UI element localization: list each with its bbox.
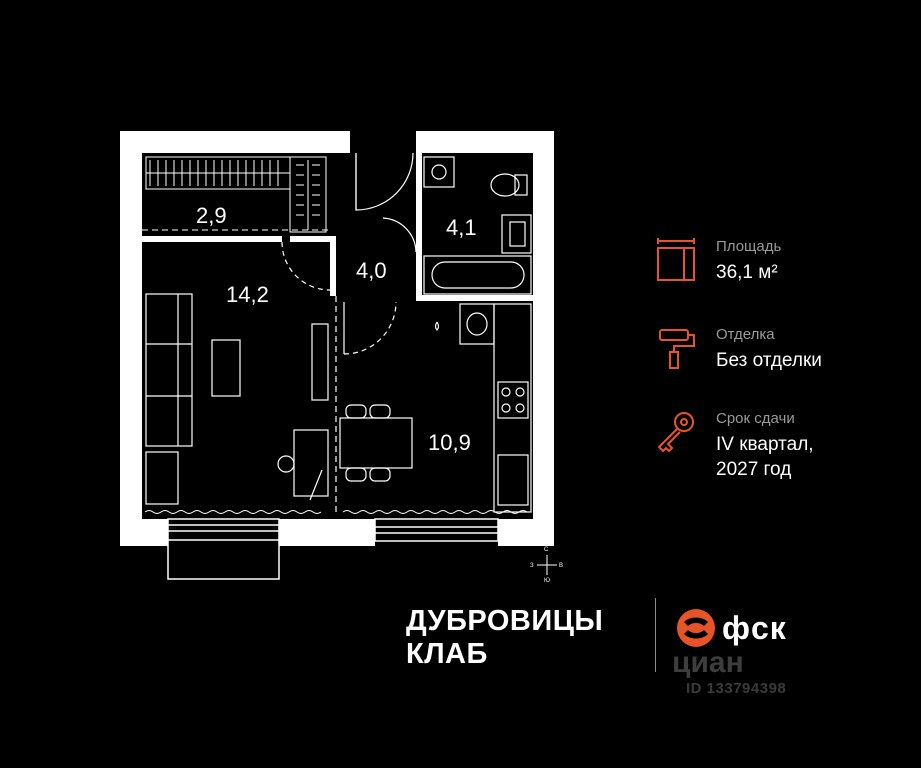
room-area-wardrobe: 2,9 bbox=[196, 203, 227, 228]
info-delivery-value: IV квартал, 2027 год bbox=[716, 434, 814, 480]
paint-roller-icon bbox=[659, 329, 695, 369]
info-delivery: Срок сдачи IV квартал, 2027 год bbox=[654, 410, 914, 480]
info-area: Площадь 36,1 м² bbox=[654, 238, 914, 298]
info-finish-value: Без отделки bbox=[716, 350, 822, 371]
fsk-logo-icon bbox=[677, 609, 715, 647]
room-area-hall: 4,0 bbox=[356, 258, 387, 283]
compass-north: С bbox=[544, 547, 549, 553]
watermark-logo: циан bbox=[672, 646, 744, 679]
interior-walls bbox=[142, 131, 533, 301]
compass bbox=[537, 555, 557, 575]
compass-west: З bbox=[530, 563, 534, 569]
info-finish-label: Отделка bbox=[716, 326, 775, 343]
dining-table bbox=[339, 404, 413, 482]
floor-area-icon bbox=[657, 238, 695, 281]
living-furniture bbox=[145, 293, 329, 505]
brand-line-2: КЛАБ bbox=[406, 638, 488, 670]
project-brand: ДУБРОВИЦЫ КЛАБ bbox=[406, 605, 603, 671]
windows bbox=[167, 518, 499, 580]
key-icon bbox=[657, 412, 694, 453]
compass-south: Ю bbox=[544, 578, 550, 584]
kitchen-fixtures bbox=[434, 303, 532, 513]
info-area-value: 36,1 м² bbox=[716, 262, 778, 283]
brand-divider bbox=[655, 598, 656, 672]
bathroom-fixtures bbox=[423, 156, 532, 295]
brand-line-1: ДУБРОВИЦЫ bbox=[406, 605, 604, 637]
watermark-id: ID 133794398 bbox=[686, 680, 787, 697]
room-area-kitchen: 10,9 bbox=[428, 430, 471, 455]
info-area-label: Площадь bbox=[716, 238, 782, 255]
info-delivery-label: Срок сдачи bbox=[716, 410, 795, 427]
wardrobe-furniture bbox=[142, 156, 330, 233]
info-finish: Отделка Без отделки bbox=[654, 326, 914, 386]
walls bbox=[120, 131, 554, 546]
room-area-living: 14,2 bbox=[226, 282, 269, 307]
developer-name: фск bbox=[722, 610, 787, 646]
compass-east: В bbox=[559, 563, 563, 569]
room-area-bath: 4,1 bbox=[446, 215, 477, 240]
doors bbox=[281, 152, 417, 512]
